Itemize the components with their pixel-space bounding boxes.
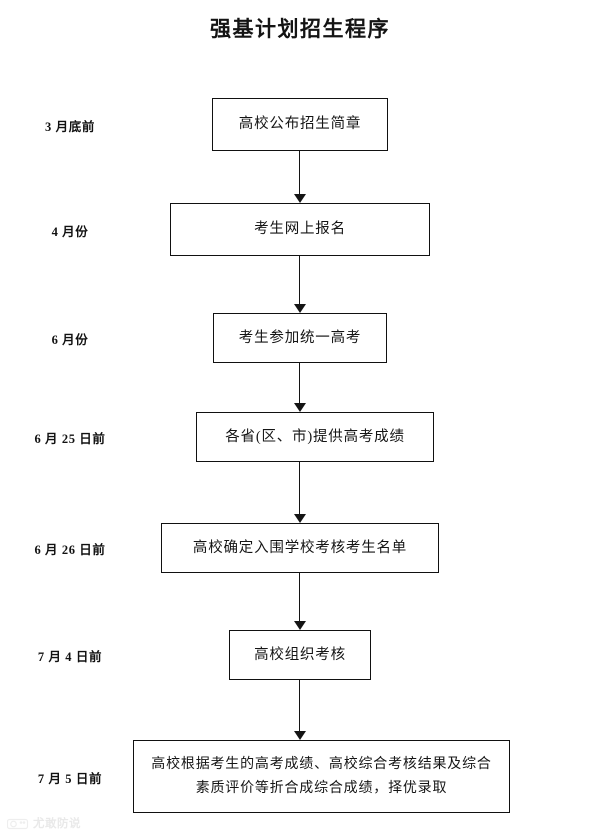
camera-icon (7, 818, 29, 829)
process-node-6: 高校组织考核 (229, 630, 371, 680)
process-node-7: 高校根据考生的高考成绩、高校综合考核结果及综合 素质评价等折合成综合成绩，择优录… (133, 740, 510, 813)
process-node-3: 考生参加统一高考 (213, 313, 387, 363)
arrow-connector-6 (293, 680, 307, 740)
time-label-3: 6 月份 (51, 333, 89, 347)
process-node-2: 考生网上报名 (170, 203, 430, 256)
watermark-text: 尤敢防说 (33, 818, 81, 830)
arrow-head-icon (294, 403, 306, 412)
process-node-label-6: 高校组织考核 (254, 646, 346, 663)
process-node-label-4: 各省(区、市)提供高考成绩 (225, 428, 405, 445)
arrow-head-icon (294, 514, 306, 523)
arrow-connector-5 (293, 573, 307, 630)
arrow-connector-3 (293, 363, 307, 412)
process-node-5: 高校确定入围学校考核考生名单 (161, 523, 439, 573)
time-label-6: 7 月 4 日前 (37, 650, 103, 664)
arrow-connector-1 (293, 151, 307, 203)
process-node-1: 高校公布招生简章 (212, 98, 388, 151)
page-title: 强基计划招生程序 (210, 18, 390, 41)
arrow-head-icon (294, 194, 306, 203)
watermark: 尤敢防说 (7, 815, 81, 831)
arrow-connector-2 (293, 256, 307, 313)
process-node-4: 各省(区、市)提供高考成绩 (196, 412, 434, 462)
process-node-label-7: 高校根据考生的高考成绩、高校综合考核结果及综合 素质评价等折合成综合成绩，择优录… (151, 756, 492, 796)
arrow-shaft (299, 462, 301, 515)
time-label-2: 4 月份 (51, 224, 89, 239)
time-label-1: 3 月底前 (45, 119, 95, 134)
arrow-head-icon (294, 621, 306, 630)
arrow-shaft (299, 573, 301, 622)
arrow-shaft (299, 256, 301, 305)
time-label-5: 6 月 26 日前 (34, 543, 106, 557)
arrow-head-icon (294, 731, 306, 740)
arrow-shaft (299, 363, 301, 404)
arrow-shaft (299, 151, 301, 195)
process-node-label-3: 考生参加统一高考 (238, 329, 362, 346)
time-label-4: 6 月 25 日前 (34, 432, 106, 446)
process-node-label-2: 考生网上报名 (254, 221, 346, 238)
arrow-shaft (299, 680, 301, 732)
arrow-connector-4 (293, 462, 307, 523)
process-node-label-5: 高校确定入围学校考核考生名单 (192, 539, 408, 556)
time-label-7: 7 月 5 日前 (37, 771, 103, 786)
process-node-label-1: 高校公布招生简章 (238, 116, 362, 133)
arrow-head-icon (294, 304, 306, 313)
